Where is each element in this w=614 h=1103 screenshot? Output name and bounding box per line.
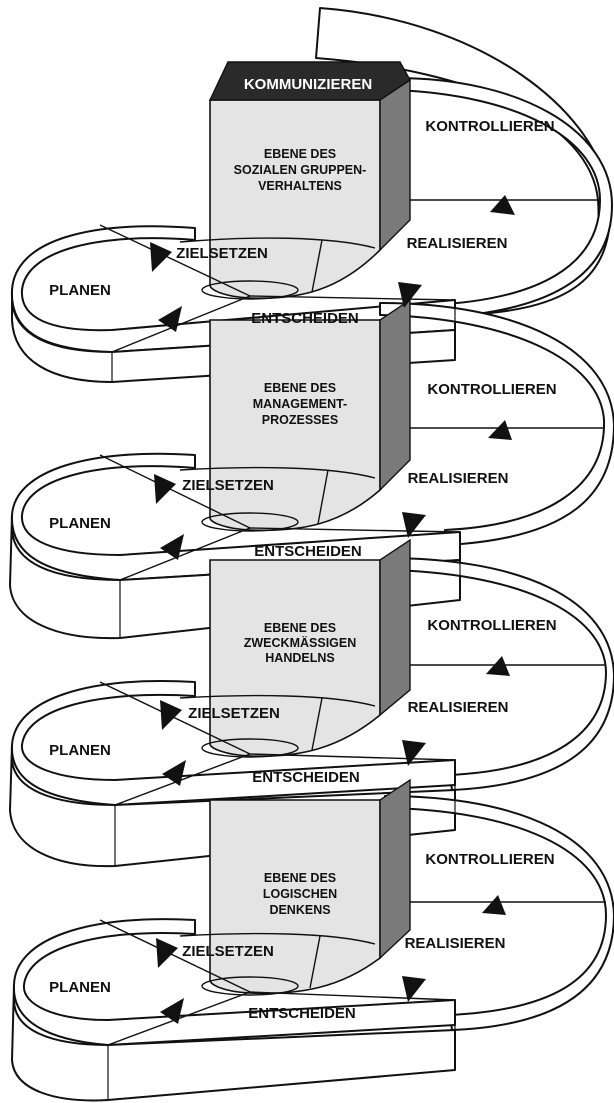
step-kontrollieren: KONTROLLIEREN: [427, 381, 556, 398]
arrow-entscheiden: [158, 306, 182, 332]
step-entscheiden: ENTSCHEIDEN: [248, 1005, 356, 1022]
level-title-line: HANDELNS: [265, 651, 334, 665]
arrow-entscheiden: [160, 534, 184, 560]
level-title-line: EBENE DES: [264, 621, 336, 635]
arrow-realisieren: [402, 740, 426, 766]
level-2: EBENE DES MANAGEMENT- PROZESSES KONTROLL…: [49, 381, 556, 560]
level-title-line: SOZIALEN GRUPPEN-: [234, 163, 367, 177]
step-zielsetzen: ZIELSETZEN: [182, 943, 274, 960]
level-title-line: ZWECKMÄSSIGEN: [244, 635, 357, 650]
step-zielsetzen: ZIELSETZEN: [188, 705, 280, 722]
level-title-line: DENKENS: [269, 903, 330, 917]
step-entscheiden: ENTSCHEIDEN: [254, 543, 362, 560]
step-planen: PLANEN: [49, 742, 111, 759]
central-column: [208, 61, 411, 995]
arrow-kontrollieren: [490, 195, 515, 215]
step-entscheiden: ENTSCHEIDEN: [252, 769, 360, 786]
step-zielsetzen: ZIELSETZEN: [182, 477, 274, 494]
step-planen: PLANEN: [49, 979, 111, 996]
arrow-realisieren: [402, 976, 426, 1002]
step-planen: PLANEN: [49, 515, 111, 532]
step-kontrollieren: KONTROLLIEREN: [427, 617, 556, 634]
arrow-realisieren: [402, 512, 426, 538]
level-title-line: LOGISCHEN: [263, 887, 337, 901]
step-realisieren: REALISIEREN: [407, 235, 508, 252]
level-3: EBENE DES ZWECKMÄSSIGEN HANDELNS KONTROL…: [49, 617, 556, 786]
level-title-line: EBENE DES: [264, 871, 336, 885]
arrow-entscheiden: [162, 760, 186, 786]
step-entscheiden: ENTSCHEIDEN: [251, 310, 359, 327]
arrow-kontrollieren: [488, 420, 512, 440]
level-title-line: PROZESSES: [262, 413, 338, 427]
arrow-entscheiden: [160, 998, 184, 1024]
level-4: EBENE DES LOGISCHEN DENKENS KONTROLLIERE…: [49, 851, 554, 1022]
level-1: EBENE DES SOZIALEN GRUPPEN- VERHALTENS K…: [49, 118, 554, 327]
arrow-zielsetzen: [160, 700, 182, 730]
arrow-zielsetzen: [154, 474, 176, 504]
step-kontrollieren: KONTROLLIEREN: [425, 118, 554, 135]
level-title-line: VERHALTENS: [258, 179, 342, 193]
arrow-zielsetzen: [150, 242, 172, 272]
step-planen: PLANEN: [49, 282, 111, 299]
step-realisieren: REALISIEREN: [408, 470, 509, 487]
step-realisieren: REALISIEREN: [405, 935, 506, 952]
step-kontrollieren: KONTROLLIEREN: [425, 851, 554, 868]
step-zielsetzen: ZIELSETZEN: [176, 245, 268, 262]
header-label: KOMMUNIZIEREN: [244, 76, 372, 93]
header-block: [208, 61, 411, 101]
step-realisieren: REALISIEREN: [408, 699, 509, 716]
arrows: [150, 195, 515, 1024]
level-title-line: EBENE DES: [264, 147, 336, 161]
arrow-kontrollieren: [482, 895, 506, 915]
level-title-line: EBENE DES: [264, 381, 336, 395]
step-lines: [99, 199, 606, 1046]
arrow-kontrollieren: [486, 656, 510, 676]
arrow-realisieren: [398, 282, 422, 308]
level-title-line: MANAGEMENT-: [253, 397, 347, 411]
arrow-zielsetzen: [156, 938, 178, 968]
